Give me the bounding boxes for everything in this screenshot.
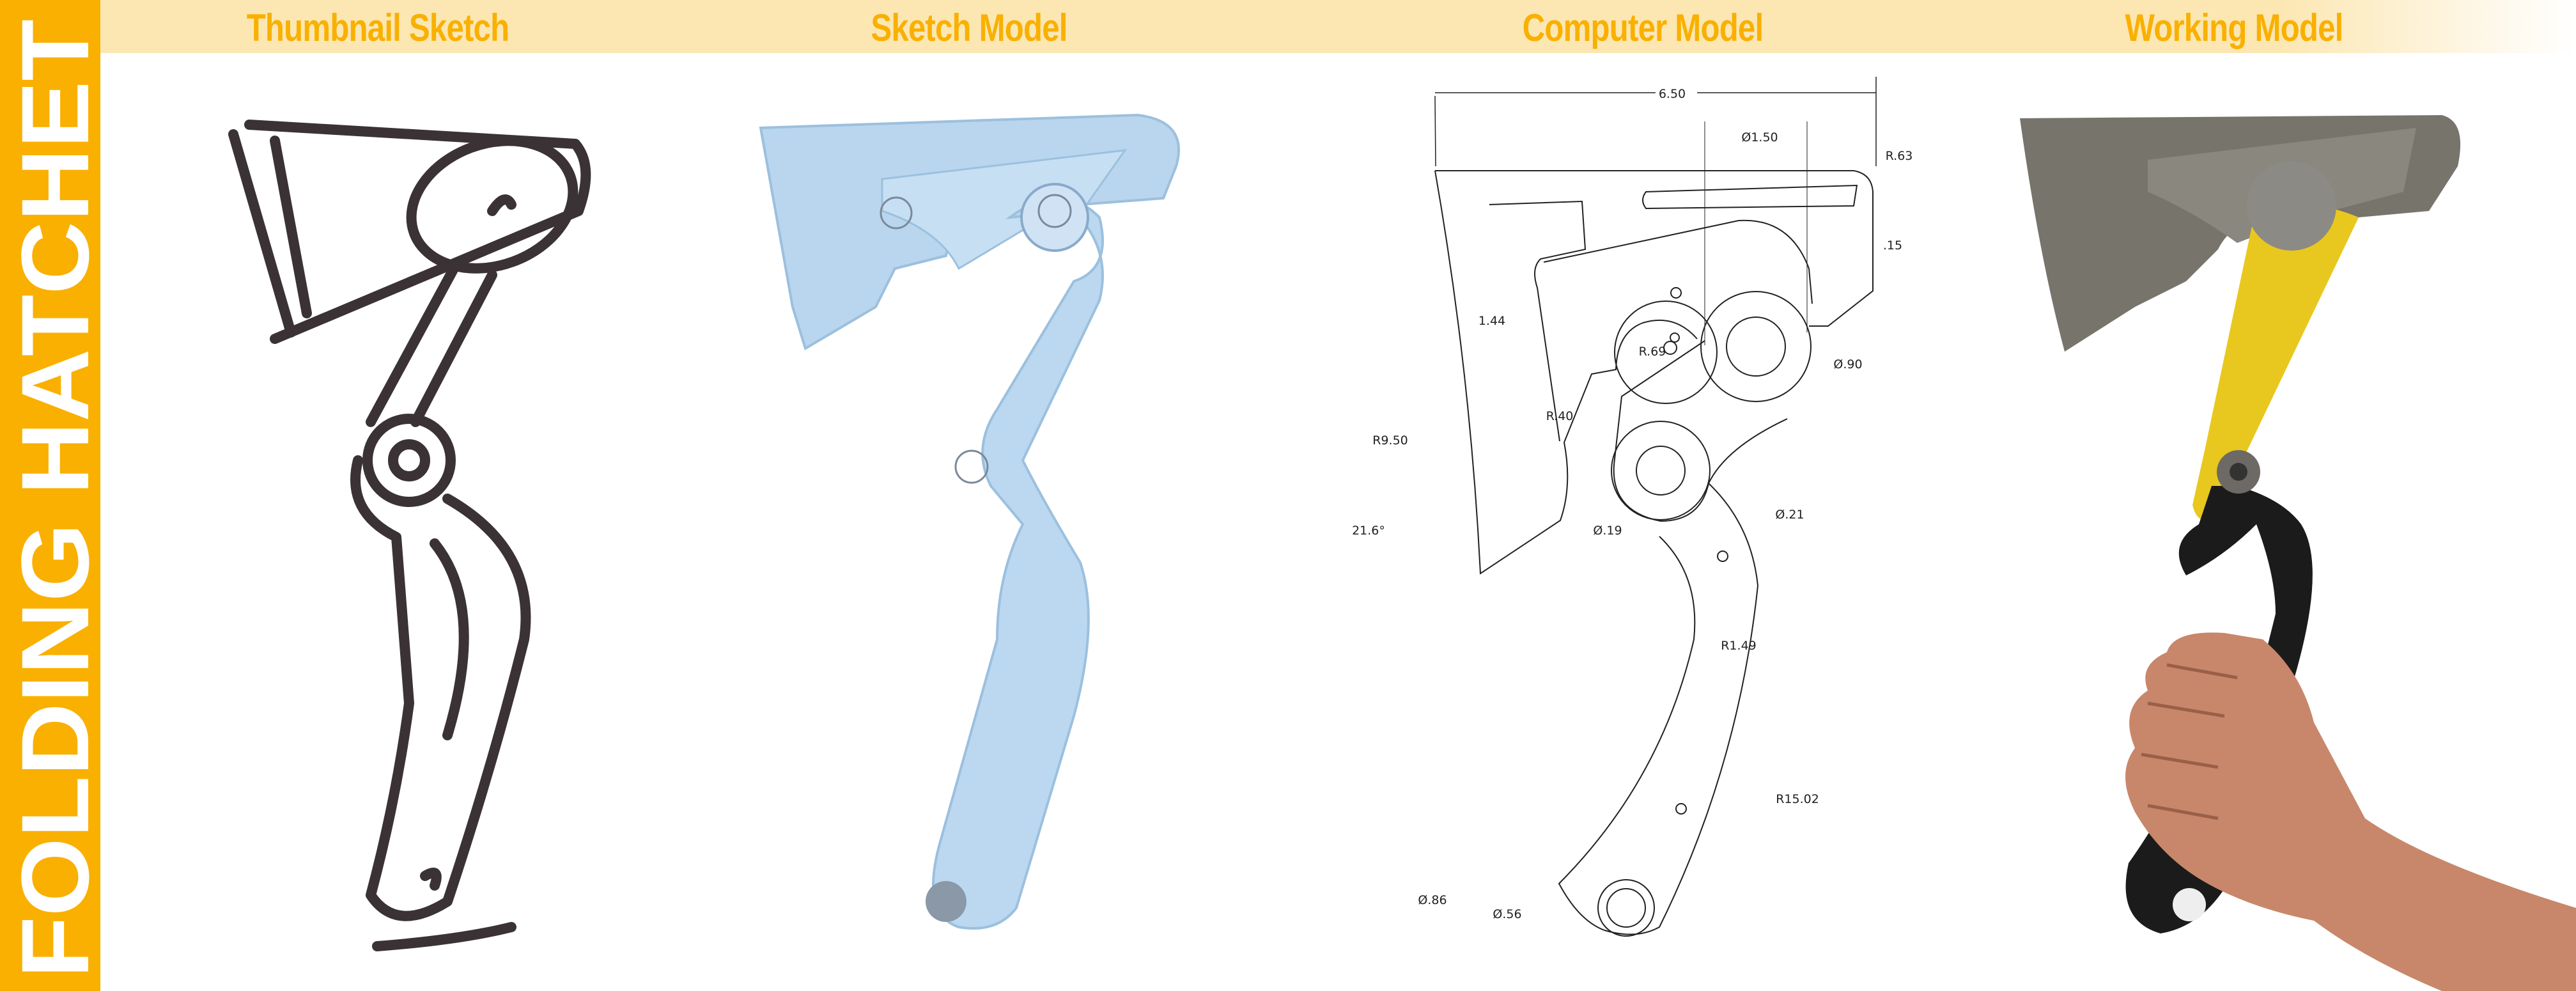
dim-blade-depth: 1.44 [1478,314,1505,328]
dim-pivot-dia: Ø1.50 [1741,130,1778,144]
thumbnail-sketch-drawing [228,120,591,951]
board-title: FOLDING HATCHET [1,19,100,978]
dim-eye-radius: R.69 [1639,345,1666,359]
dim-handle-radius: R1.49 [1721,639,1757,653]
panel-title-thumbnail-sketch: Thumbnail Sketch [246,6,509,49]
dim-grip-radius: R15.02 [1776,792,1819,806]
dim-rivet-hole: Ø.21 [1775,508,1804,522]
dim-bolt-radius: R.40 [1546,409,1574,423]
dim-bushing-inner: Ø.56 [1493,907,1521,921]
panel-title-computer-model: Computer Model [1522,6,1764,49]
header-bar [100,0,2576,53]
board-title-graphic: FOLDING HATCHET [1,19,100,978]
computer-model-dimensions: 6.50 Ø1.50 R.63 .15 1.44 R.69 Ø.90 R9.50… [1352,87,1913,921]
dim-slot: .15 [1883,238,1902,253]
dim-edge-radius: R9.50 [1372,433,1408,448]
side-band [0,0,100,991]
computer-model-drawing [1434,77,1877,937]
sketch-model-foam [759,113,1180,930]
dim-pin-hole: Ø.19 [1593,524,1622,538]
working-model-photo [2020,115,2576,991]
dim-pivot-inner: Ø.90 [1833,357,1862,371]
panel-title-sketch-model: Sketch Model [871,6,1067,49]
dim-bushing-outer: Ø.86 [1418,893,1447,907]
dim-width: 6.50 [1659,87,1686,101]
panel-title-working-model: Working Model [2125,6,2343,49]
dim-tip-radius: R.63 [1886,149,1913,163]
dim-edge-angle: 21.6° [1352,524,1385,538]
